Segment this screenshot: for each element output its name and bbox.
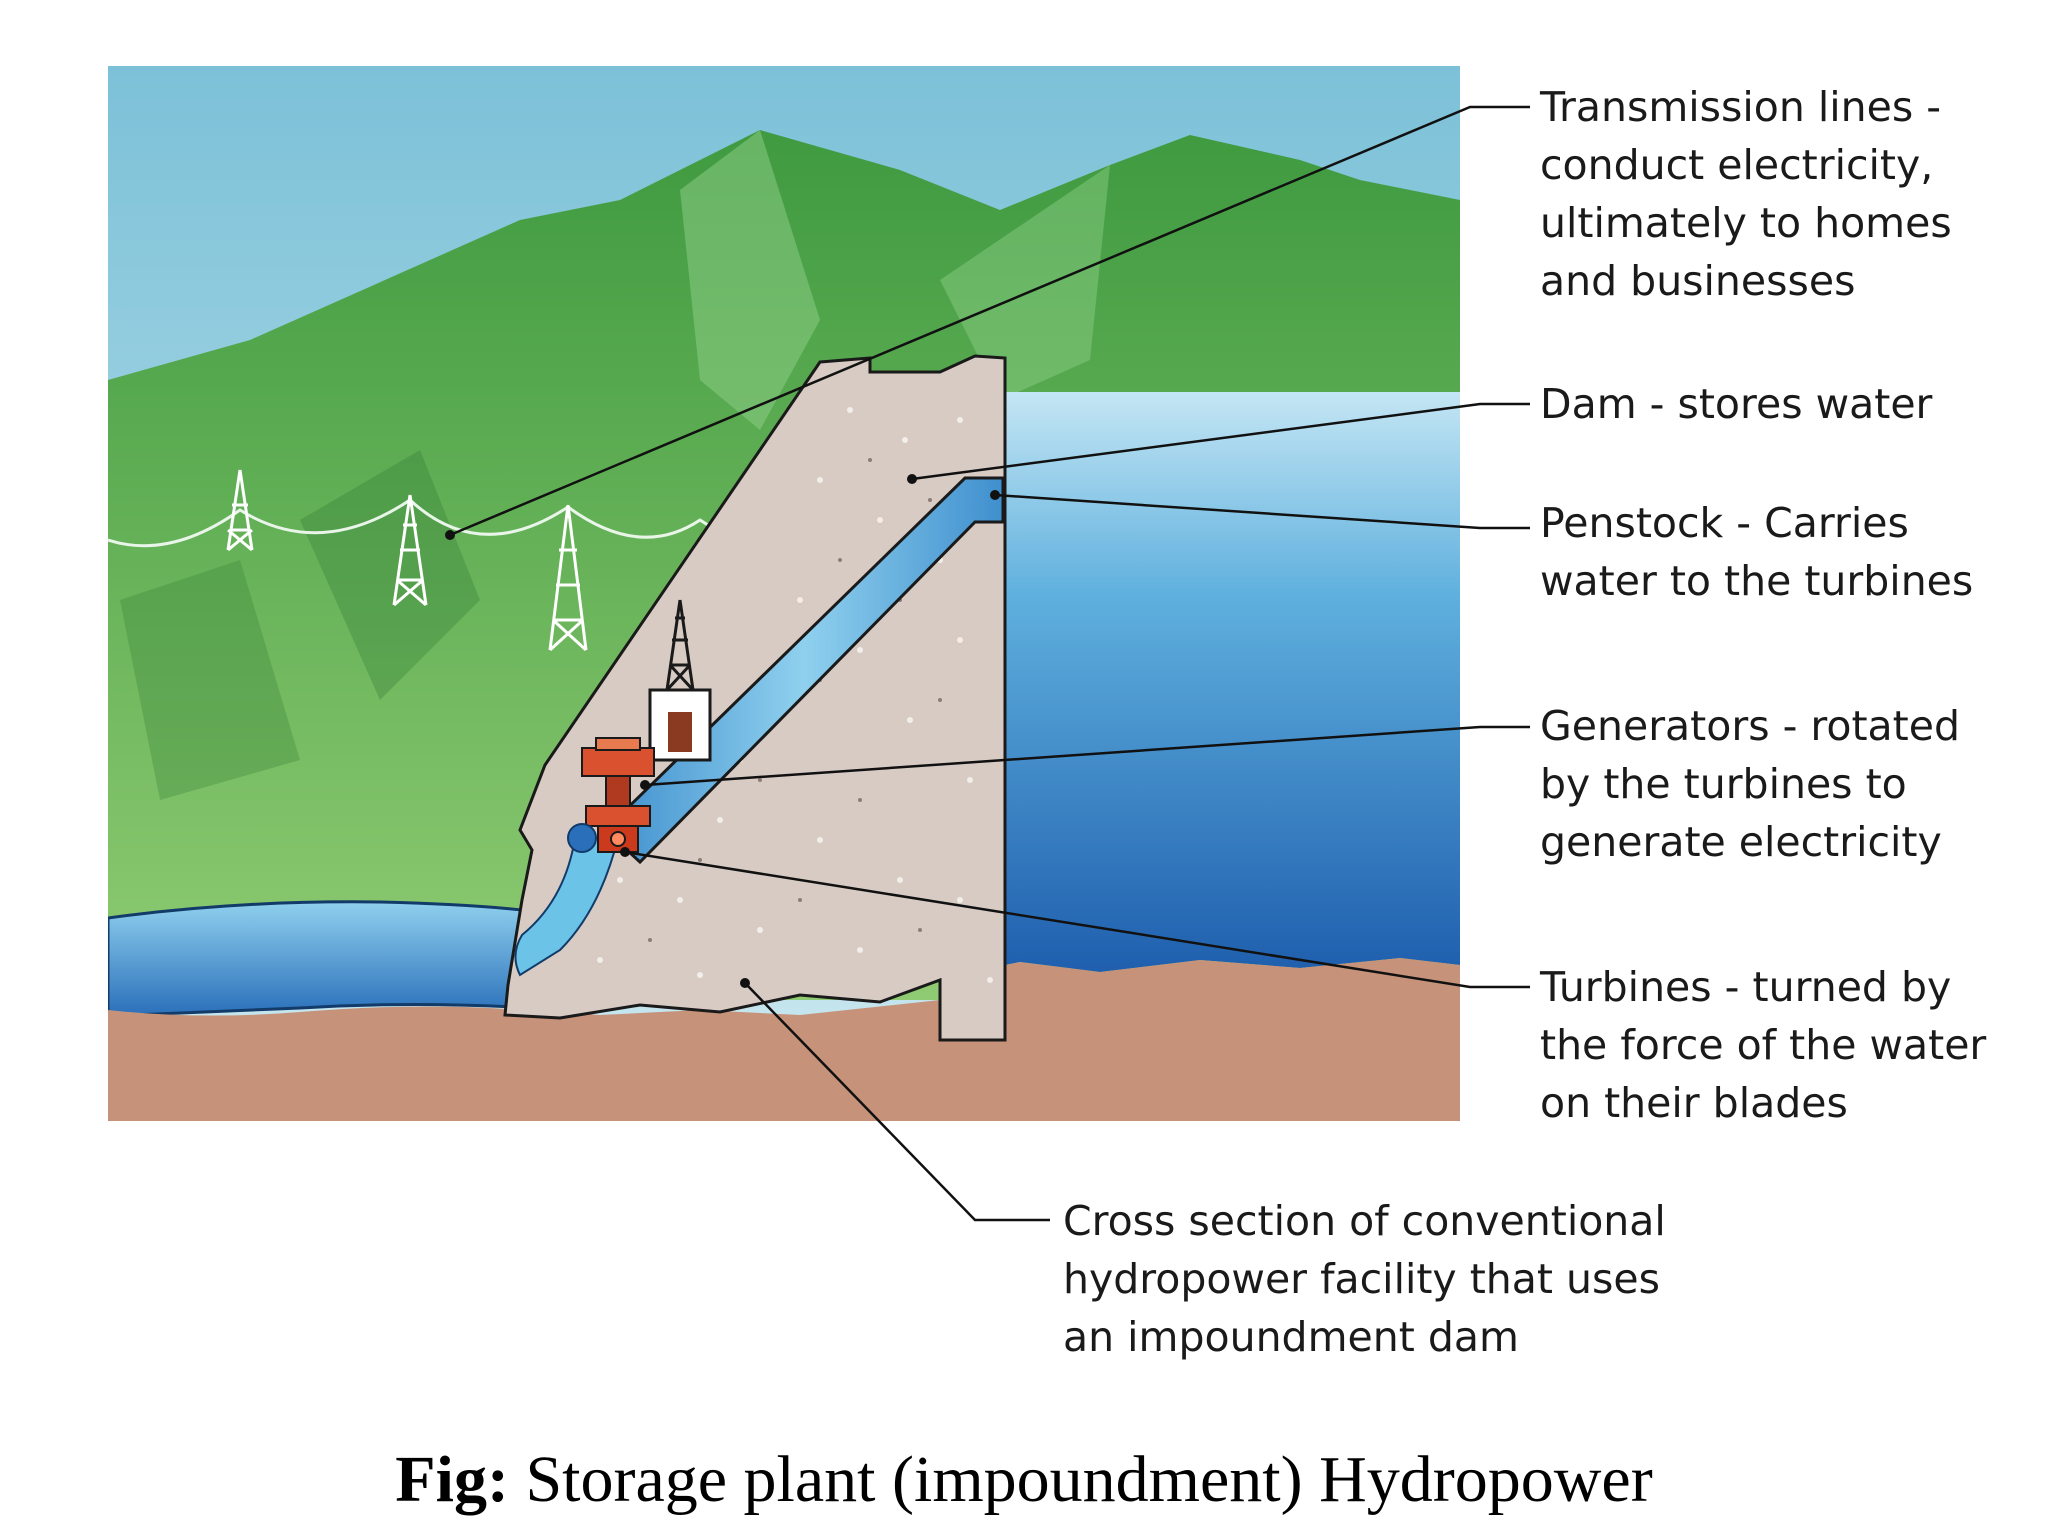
label-line: Turbines - turned by [1540, 963, 1952, 1011]
generator [581, 737, 655, 827]
label-line: water to the turbines [1540, 557, 1974, 605]
figure-caption: Fig: Storage plant (impoundment) Hydropo… [0, 1440, 2048, 1520]
dam-texture [648, 458, 942, 942]
label-line: on their blades [1540, 1079, 1848, 1127]
label-line: ultimately to homes [1540, 199, 1952, 247]
turbine [567, 823, 639, 853]
leader-lines [449, 105, 1530, 1222]
mountain-shading [120, 560, 300, 800]
label-line: Dam - stores water [1540, 380, 1933, 428]
powerhouse-door [668, 712, 692, 752]
label-line: generate electricity [1540, 818, 1942, 866]
transmission-tower [226, 469, 254, 552]
transmission-tower [392, 494, 428, 607]
label-line: Generators - rotated [1540, 702, 1960, 750]
label-line: an impoundment dam [1063, 1313, 1519, 1361]
label-line: the force of the water [1540, 1021, 1987, 1069]
transmission-tower [665, 599, 695, 692]
mountain-shading [940, 165, 1110, 400]
label-line: Cross section of conventional [1063, 1197, 1666, 1245]
outflow-water [514, 837, 620, 977]
label-cross-section: Cross section of conventional hydropower… [1063, 1192, 1666, 1366]
label-generators: Generators - rotated by the turbines to … [1540, 697, 1960, 871]
reservoir-water [1005, 392, 1460, 972]
label-line: and businesses [1540, 257, 1856, 305]
label-penstock: Penstock - Carries water to the turbines [1540, 494, 1973, 610]
ground [108, 958, 1460, 1121]
label-dam: Dam - stores water [1540, 375, 1932, 433]
transmission-wire [108, 498, 801, 551]
river-water [108, 900, 562, 1018]
transmission-tower [548, 504, 588, 652]
mountain-shading [680, 130, 820, 430]
mountain-shading [300, 450, 480, 700]
label-line: Penstock - Carries [1540, 499, 1909, 547]
label-line: Transmission lines - [1540, 83, 1942, 131]
label-transmission-lines: Transmission lines - conduct electricity… [1540, 78, 1952, 310]
label-turbines: Turbines - turned by the force of the wa… [1540, 958, 1986, 1132]
label-line: by the turbines to [1540, 760, 1907, 808]
label-line: conduct electricity, [1540, 141, 1934, 189]
caption-text: Storage plant (impoundment) Hydropower [508, 1443, 1653, 1516]
dam-texture [597, 407, 993, 983]
caption-prefix: Fig: [395, 1443, 509, 1516]
label-line: hydropower facility that uses [1063, 1255, 1660, 1303]
leader-dots [445, 474, 1000, 988]
